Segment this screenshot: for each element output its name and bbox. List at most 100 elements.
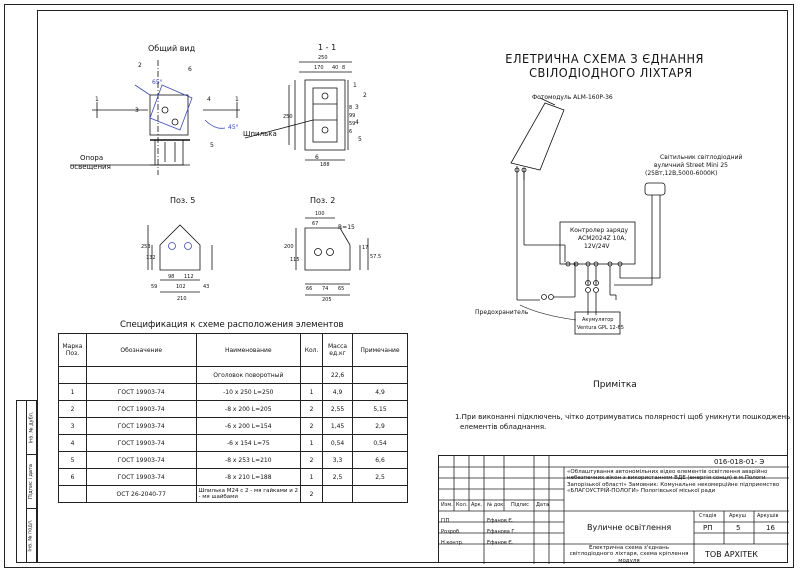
dim: 250 [318, 55, 328, 61]
name-dev: Ефанова Г. [487, 529, 517, 535]
note-line1: 1.При виконанні підключень, чітко дотрим… [455, 413, 791, 421]
controller-label-line2: ACM2024Z 10A, [578, 235, 627, 242]
dim: 102 [176, 284, 186, 290]
dim: 253 [141, 244, 151, 250]
callout: 6 [188, 66, 192, 73]
callout: 1 [353, 82, 357, 89]
section-label: 1 - 1 [318, 43, 337, 52]
battery-label-line2: Ventura GPL 12-65 [577, 325, 624, 331]
pos5-plate [147, 224, 213, 293]
dim: 250 [283, 114, 293, 120]
name-gip: Ефанов Є. [487, 518, 514, 524]
dim: 59 [151, 284, 158, 290]
controller-label-line3: 12V/24V [584, 243, 610, 250]
angle-65: 65° [152, 79, 163, 86]
lamp-label-line2: вуличний Street Mini 25 [654, 162, 728, 169]
sheet-value: 5 [736, 524, 741, 532]
radius-label: R=15 [338, 224, 355, 231]
note-line2: елементів обладнання. [460, 423, 547, 431]
lamp-label-line3: (25Вт,12В,5000-6000К) [645, 170, 718, 177]
spec-table: Марка Поз. Обозначение Наименование Кол.… [58, 333, 408, 503]
spec-header: Примечание [352, 333, 408, 367]
dim: 6 [349, 129, 353, 135]
dim: 98 [168, 274, 175, 280]
title-block: 016-018-01- Э «Облаштування автономільни… [438, 455, 789, 564]
dim: 8 [342, 65, 346, 71]
callout: 2 [363, 92, 367, 99]
dim: 132 [146, 255, 156, 261]
scheme-title-line1: ЕЛЕТРИЧНА СХЕМА З ЄДНАННЯ [505, 52, 704, 66]
callout: 1 [95, 96, 99, 103]
hdr-izm: Изм. [441, 502, 453, 508]
support-label-2: освещения [70, 163, 111, 171]
pos2-plate [295, 217, 369, 296]
scheme-title-line2: СВІЛОДІОДНОГО ЛІХТАРЯ [529, 66, 693, 80]
angle-45: 45° [228, 124, 239, 131]
stage-value: РП [703, 524, 713, 532]
support-label-1: Опора [80, 154, 104, 162]
callout: 6 [315, 154, 319, 161]
general-view [70, 60, 240, 175]
pv-module-shape [510, 102, 565, 171]
dim: 210 [177, 296, 187, 302]
hdr-list: Арк. [471, 502, 483, 508]
callout: 5 [210, 142, 214, 149]
dim: 65 [338, 286, 345, 292]
callout: 2 [138, 62, 142, 69]
sheet-title: Електрична схема з'єднань світлодіодного… [569, 545, 689, 564]
hdr-date: Дата [536, 502, 549, 508]
pos2-label: Поз. 2 [310, 196, 336, 205]
dim: 205 [322, 297, 332, 303]
note-heading: Примітка [593, 380, 637, 390]
dim: 67 [312, 221, 319, 227]
callout: 3 [135, 107, 139, 114]
dim: 40 [332, 65, 339, 71]
dim: 112 [184, 274, 194, 280]
dim: 99 [349, 113, 356, 119]
dim: 59 [349, 121, 356, 127]
dim: 188 [320, 162, 330, 168]
dim: 8 [349, 105, 353, 111]
spec-header-row: Марка Поз. Обозначение Наименование Кол.… [58, 333, 408, 367]
hdr-kol: Кол. [456, 502, 468, 508]
company-name: ТОВ АРХІТЕК [705, 550, 758, 559]
dim: 74 [322, 286, 329, 292]
callout: 1 [235, 96, 239, 103]
role-gip: ГІП [441, 518, 450, 524]
pv-module-label: Фотомодуль ALM-160P-36 [532, 94, 613, 101]
dim: 200 [284, 244, 294, 250]
spec-header: Кол. [300, 333, 324, 367]
section-1-1 [244, 61, 352, 161]
battery-label-line1: Акумулятор [582, 317, 614, 323]
stage-header: Стадія [699, 513, 717, 519]
callout: 4 [355, 119, 359, 126]
spec-table-title: Спецификация к схеме расположения элемен… [120, 320, 344, 330]
side-stamp: Інв. № дубл. Підпис і дата Інв. № подл. [16, 400, 37, 563]
pos5-label: Поз. 5 [170, 196, 196, 205]
dim: 43 [203, 284, 210, 290]
sheet-border [4, 4, 794, 568]
dim: 57.5 [370, 254, 382, 260]
role-check: Н.контр. [441, 540, 464, 546]
controller-label-line1: Контролер заряду [570, 227, 629, 234]
dim: 66 [306, 286, 313, 292]
bolt-label: Шпилька [243, 130, 277, 138]
project-description: «Облаштування автономільних відео елемен… [567, 469, 780, 494]
name-check: Ефанов Є. [487, 540, 514, 546]
role-dev: Розроб. [441, 529, 461, 535]
drawing-frame [37, 10, 788, 563]
dim: 170 [314, 65, 324, 71]
object-name: Вуличне освітлення [587, 523, 672, 532]
lamp-label-line1: Світильник світлодіодний [660, 154, 743, 161]
spec-header: Масса ед.кг [322, 333, 354, 367]
hdr-sign: Підпис [511, 502, 529, 508]
doc-code: 016-018-01- Э [714, 458, 765, 466]
callout: 5 [358, 136, 362, 143]
dim: 100 [315, 211, 325, 217]
